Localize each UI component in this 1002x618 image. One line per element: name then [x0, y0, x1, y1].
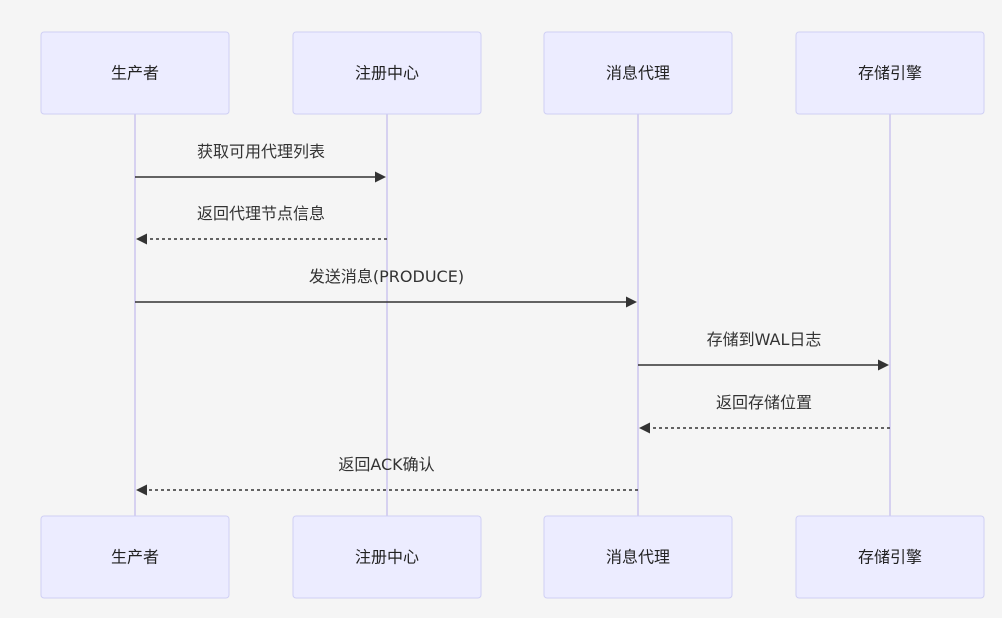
message-label: 获取可用代理列表: [197, 142, 325, 161]
participant-top-broker: 消息代理: [543, 31, 733, 115]
arrowhead-icon: [136, 484, 147, 496]
participant-box: [292, 515, 482, 599]
participant-box: [40, 31, 230, 115]
participant-bottom-registry: 注册中心: [292, 515, 482, 599]
participant-top-storage: 存储引擎: [795, 31, 985, 115]
arrowhead-icon: [878, 359, 889, 371]
message-6: 返回ACK确认: [136, 455, 638, 496]
participant-label: 注册中心: [355, 548, 419, 567]
message-label: 发送消息(PRODUCE): [309, 267, 464, 286]
participant-label: 生产者: [111, 64, 159, 83]
participant-bottom-storage: 存储引擎: [795, 515, 985, 599]
arrowhead-icon: [136, 233, 147, 245]
participant-label: 注册中心: [355, 64, 419, 83]
participant-box: [292, 31, 482, 115]
participant-label: 存储引擎: [858, 548, 922, 567]
message-2: 返回代理节点信息: [136, 204, 387, 245]
participant-box: [40, 515, 230, 599]
message-label: 存储到WAL日志: [707, 330, 822, 349]
message-label: 返回ACK确认: [338, 455, 434, 474]
participant-bottom-producer: 生产者: [40, 515, 230, 599]
participant-box: [795, 31, 985, 115]
message-label: 返回存储位置: [716, 393, 812, 412]
participant-label: 存储引擎: [858, 64, 922, 83]
participant-label: 生产者: [111, 548, 159, 567]
participant-label: 消息代理: [606, 64, 670, 83]
arrowhead-icon: [639, 422, 650, 434]
arrowhead-icon: [626, 296, 637, 308]
participant-box: [795, 515, 985, 599]
participant-top-registry: 注册中心: [292, 31, 482, 115]
message-3: 发送消息(PRODUCE): [135, 267, 637, 308]
participant-top-producer: 生产者: [40, 31, 230, 115]
message-label: 返回代理节点信息: [197, 204, 325, 223]
arrowhead-icon: [375, 171, 386, 183]
message-1: 获取可用代理列表: [135, 142, 386, 183]
participant-label: 消息代理: [606, 548, 670, 567]
message-5: 返回存储位置: [639, 393, 890, 434]
participant-bottom-broker: 消息代理: [543, 515, 733, 599]
message-4: 存储到WAL日志: [638, 330, 889, 371]
participant-box: [543, 31, 733, 115]
participant-box: [543, 515, 733, 599]
